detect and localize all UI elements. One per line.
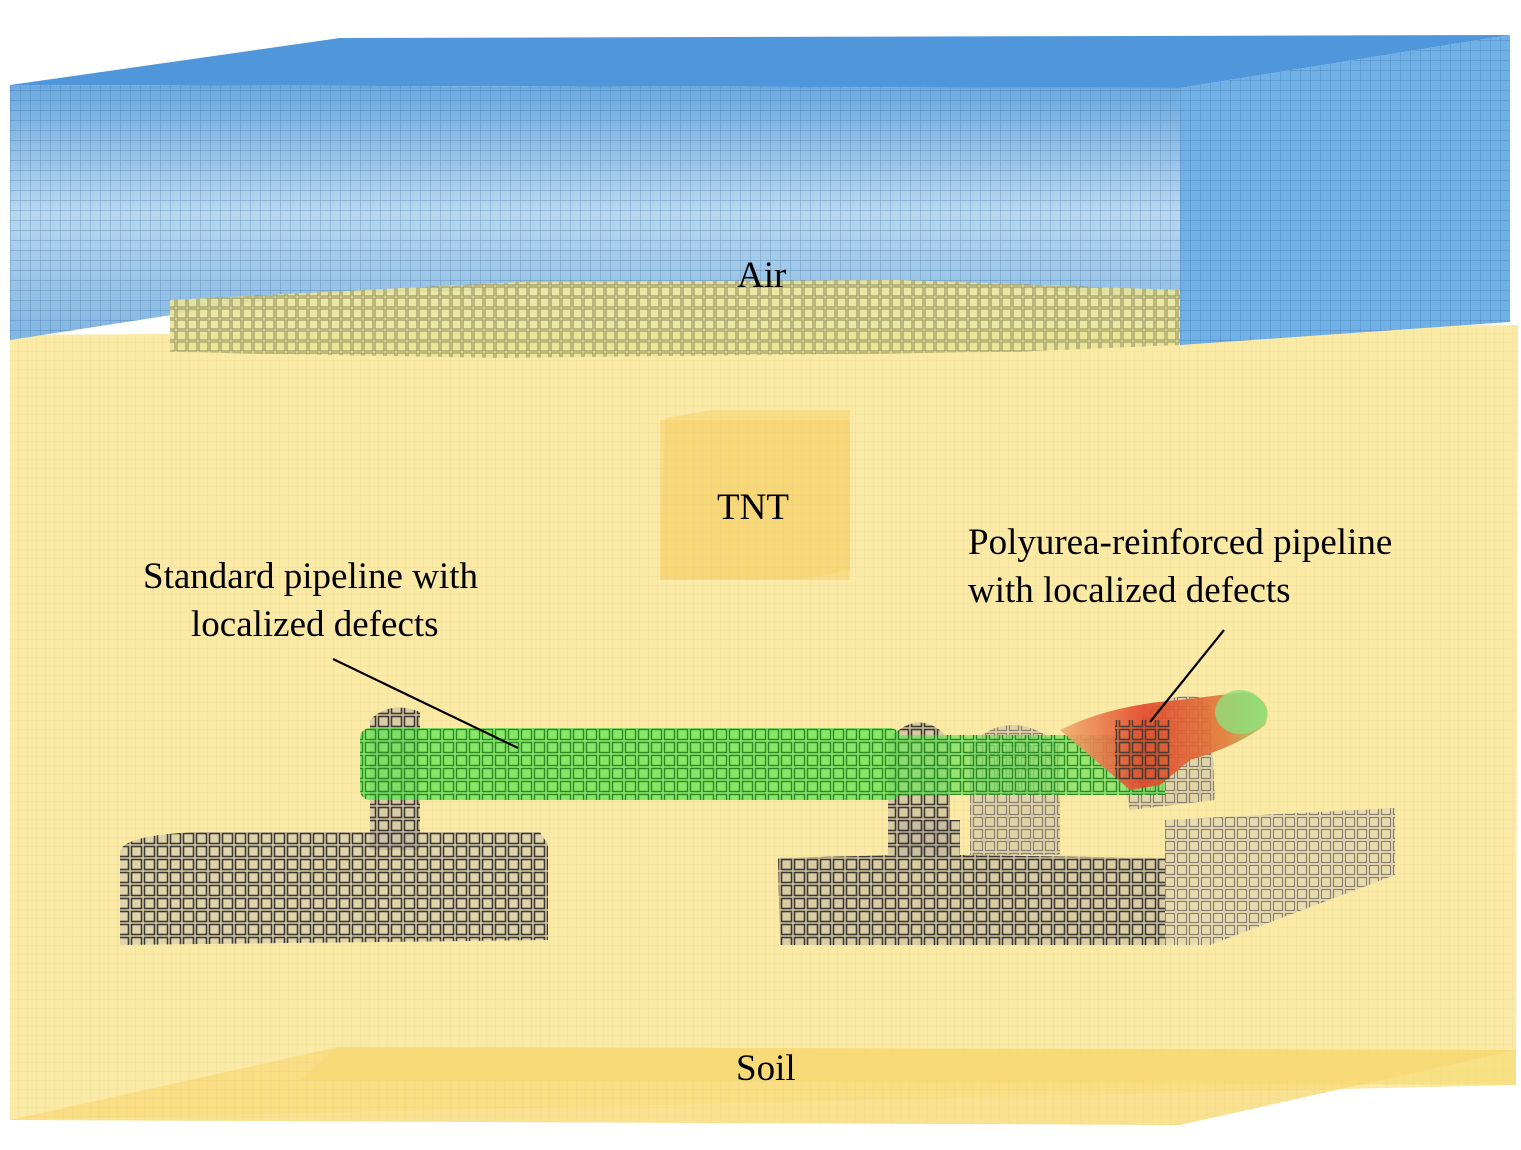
standard-pipeline-label: Standard pipeline with localized defects bbox=[143, 553, 478, 649]
leader-line-reinforced bbox=[1149, 629, 1225, 723]
reinforced-pipeline-label-line1: Polyurea-reinforced pipeline bbox=[968, 522, 1393, 563]
standard-pipeline-label-line1: Standard pipeline with bbox=[143, 556, 478, 597]
tnt-charge-icon bbox=[660, 410, 850, 580]
air-label: Air bbox=[737, 255, 787, 296]
standard-pipeline bbox=[360, 728, 900, 800]
reinforced-pipeline-label: Polyurea-reinforced pipeline with locali… bbox=[968, 519, 1392, 615]
leader-line-standard bbox=[332, 658, 519, 749]
tnt-label: TNT bbox=[717, 487, 789, 528]
reinforced-pipeline-label-line2: with localized defects bbox=[968, 570, 1291, 611]
soil-base-slab bbox=[300, 1047, 1516, 1085]
air-domain bbox=[10, 35, 1510, 358]
soil-label: Soil bbox=[736, 1048, 796, 1089]
standard-pipeline-label-line2: localized defects bbox=[191, 604, 439, 645]
reinforced-pipeline bbox=[900, 690, 1268, 795]
